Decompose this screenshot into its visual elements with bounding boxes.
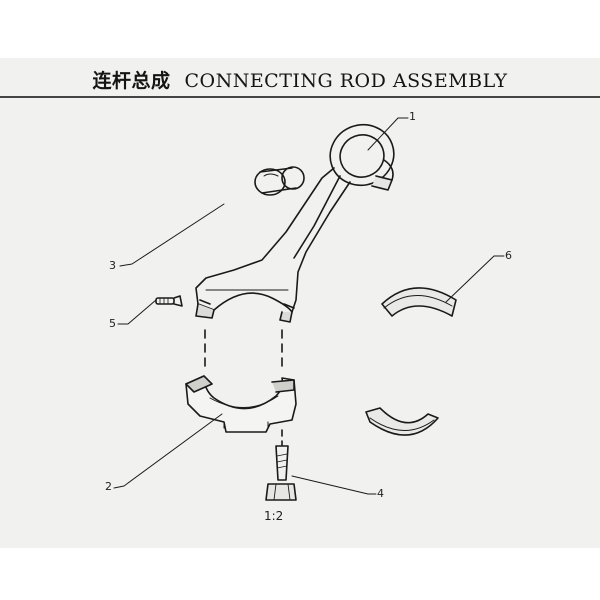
callout-4: 4 <box>377 487 384 500</box>
bushing-part <box>254 166 305 196</box>
page-title: 连杆总成 CONNECTING ROD ASSEMBLY <box>0 66 600 93</box>
callout-2: 2 <box>105 480 112 493</box>
connecting-rod-part <box>195 123 395 323</box>
title-rule <box>0 96 600 98</box>
rod-bolt-part <box>265 445 297 501</box>
bearing-shell-lower-part <box>365 407 439 436</box>
bearing-shell-upper-part <box>381 287 457 317</box>
small-bolt-part <box>155 295 183 307</box>
title-english: CONNECTING ROD ASSEMBLY <box>184 70 508 92</box>
callout-5: 5 <box>109 317 116 330</box>
drawing-sheet <box>0 58 600 548</box>
callout-1: 1 <box>409 110 416 123</box>
callout-3: 3 <box>109 259 116 272</box>
scale-label: 1:2 <box>264 509 284 523</box>
callout-6: 6 <box>505 249 512 262</box>
rod-cap-part <box>185 375 297 433</box>
title-chinese: 连杆总成 <box>92 70 171 92</box>
